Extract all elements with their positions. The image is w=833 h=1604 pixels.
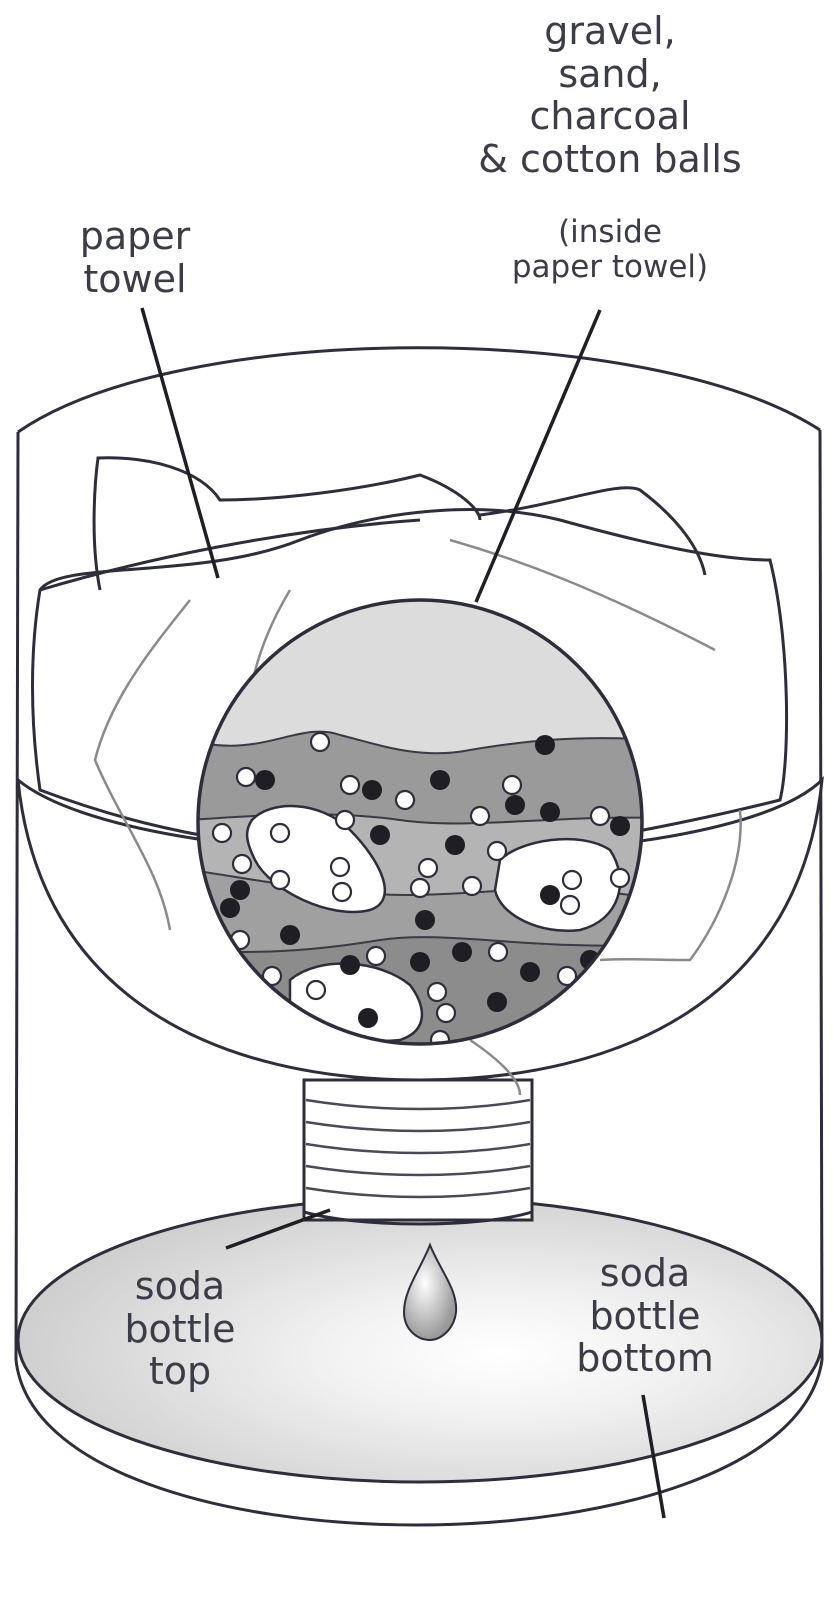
bottle-top-line-3: top	[100, 1350, 260, 1393]
bottle-top-line-2: bottle	[100, 1308, 260, 1351]
filter-note-line-1: (inside	[495, 215, 725, 250]
bottle-top-line-1: soda	[100, 1265, 260, 1308]
paper-towel-label: paper towel	[55, 215, 215, 300]
filter-materials-line-3: charcoal	[475, 95, 745, 138]
paper-towel-leader	[142, 308, 218, 578]
filter-materials-line-2: sand,	[475, 53, 745, 96]
soda-bottle-neck	[304, 1080, 532, 1224]
bottle-bottom-line-3: bottom	[560, 1337, 730, 1380]
filter-note-label: (inside paper towel)	[495, 215, 725, 284]
filter-note-line-2: paper towel)	[495, 250, 725, 285]
bottle-bottom-line-1: soda	[560, 1252, 730, 1295]
bottle-top-label: soda bottle top	[100, 1265, 260, 1393]
filter-materials-label: gravel, sand, charcoal & cotton balls	[475, 10, 745, 180]
paper-towel-line-2: towel	[55, 258, 215, 301]
paper-towel-line-1: paper	[55, 215, 215, 258]
bottle-bottom-label: soda bottle bottom	[560, 1252, 730, 1380]
filter-materials-line-4: & cotton balls	[475, 138, 745, 181]
bottle-bottom-line-2: bottle	[560, 1295, 730, 1338]
filter-materials-line-1: gravel,	[475, 10, 745, 53]
